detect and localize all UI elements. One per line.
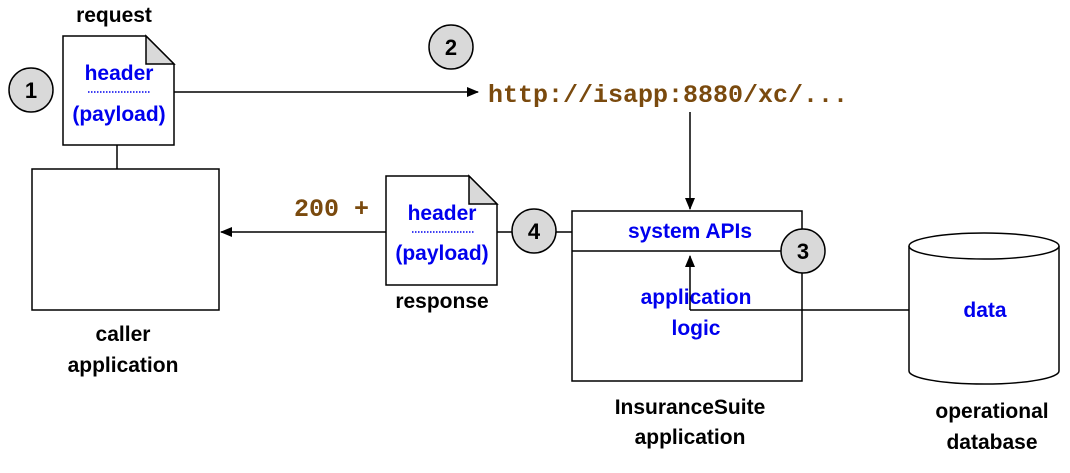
- step-2-number: 2: [445, 35, 457, 60]
- insurancesuite-box: [571, 210, 803, 382]
- step-4-number: 4: [528, 219, 541, 244]
- system-apis-label: system APIs: [628, 220, 752, 243]
- step-1-number: 1: [25, 78, 37, 103]
- step-4-marker: 4: [511, 208, 557, 254]
- step-3-marker: 3: [780, 228, 826, 274]
- caller-box: [31, 168, 220, 311]
- database-caption-line2: database: [946, 431, 1037, 454]
- request-doc-fold: [145, 34, 176, 65]
- database-content-label: data: [963, 299, 1007, 322]
- caller-caption-line2: application: [68, 354, 179, 377]
- operational-database: data operational database: [908, 232, 1060, 454]
- response-payload-label: (payload): [395, 242, 488, 265]
- request-payload-label: (payload): [72, 103, 165, 126]
- insurancesuite-caption-line2: application: [635, 426, 746, 449]
- endpoint-url: http://isapp:8880/xc/...: [488, 81, 848, 110]
- caller-application: caller application: [31, 168, 220, 377]
- database-caption-line1: operational: [935, 400, 1048, 423]
- status-code-prefix: 200 +: [294, 195, 369, 224]
- app-logic-label-line2: logic: [671, 317, 720, 340]
- response-caption: response: [395, 290, 488, 313]
- response-doc-fold: [468, 174, 499, 205]
- response-header-label: header: [408, 202, 477, 225]
- request-document: request header (payload): [62, 4, 176, 146]
- step-3-number: 3: [797, 239, 809, 264]
- request-caption: request: [76, 4, 152, 27]
- step-2-marker: 2: [428, 24, 474, 70]
- database-top: [908, 232, 1060, 260]
- insurancesuite-caption-line1: InsuranceSuite: [615, 396, 766, 419]
- database-body: [908, 246, 1060, 385]
- response-document: header (payload) response: [385, 174, 499, 313]
- caller-caption-line1: caller: [96, 323, 151, 346]
- app-logic-label-line1: application: [641, 286, 752, 309]
- request-header-label: header: [85, 62, 154, 85]
- step-1-marker: 1: [8, 67, 54, 113]
- insurancesuite-application: system APIs application logic InsuranceS…: [571, 210, 803, 449]
